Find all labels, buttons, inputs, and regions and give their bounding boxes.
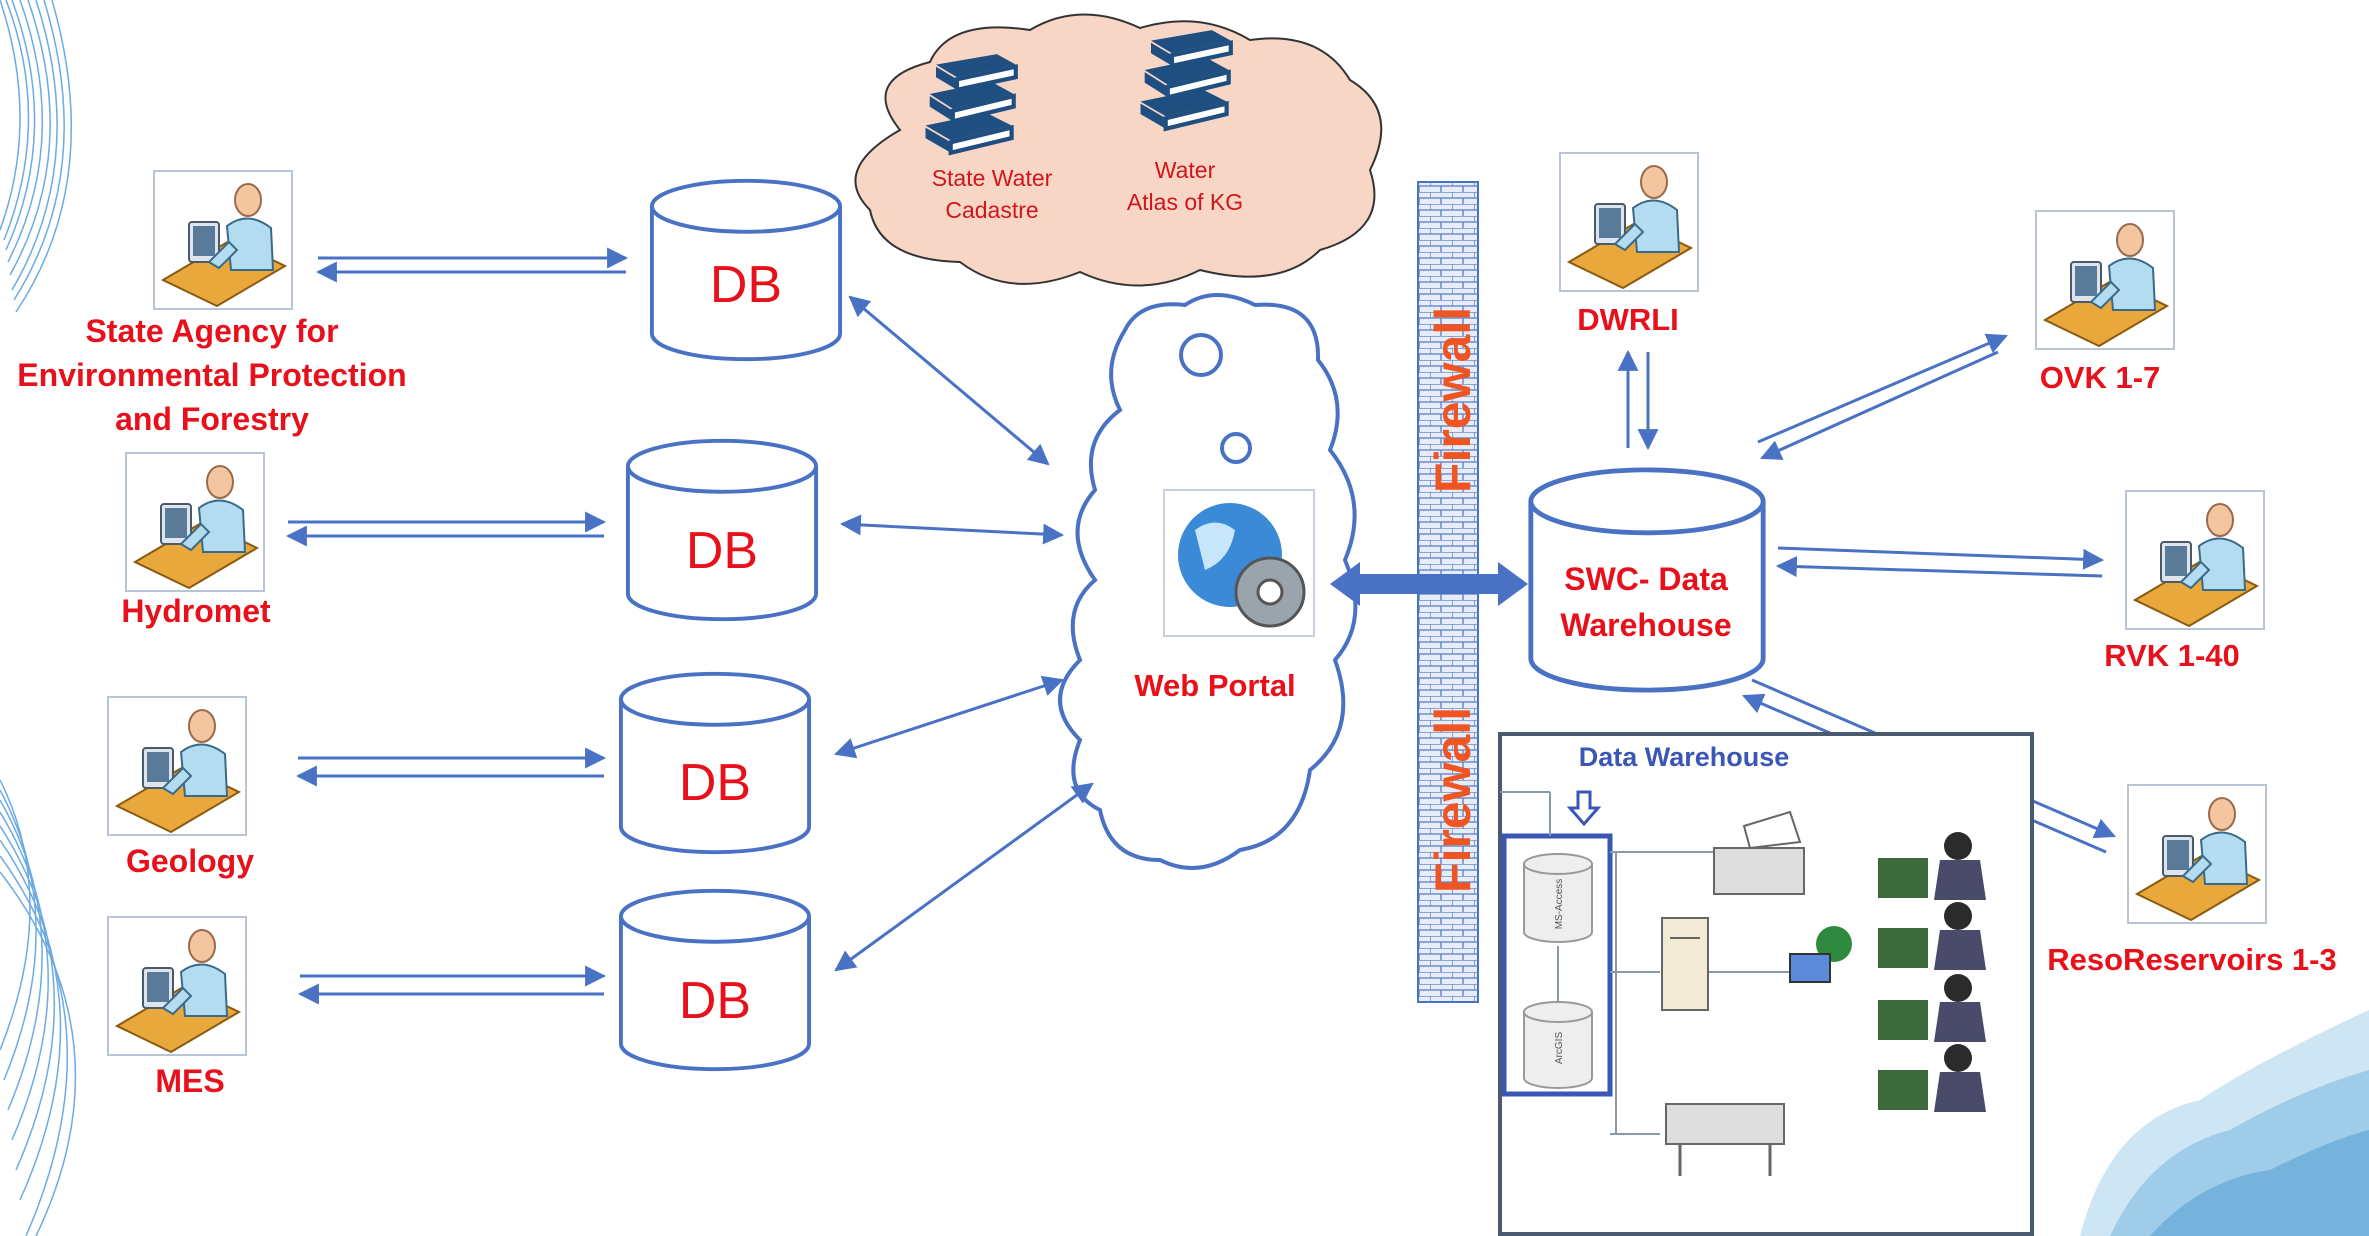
db-label: DB [679,754,751,812]
agency-label: State Agency for [85,313,338,349]
agency-label: and Forestry [115,401,309,437]
inset-db-icons [1523,853,1593,1089]
connection-arrows [285,247,2116,1005]
printer-icon [1713,810,1805,895]
node-label-reso: ResoReservoirs 1-3 [2047,942,2337,977]
agency-label: Hydromet [121,593,271,629]
db-label: DB [710,256,782,314]
network-globe-icon [1789,926,1852,983]
server-icon [1661,917,1709,1011]
globe-gear-icon [1163,489,1315,637]
user-workstation-icon [106,696,248,836]
node-label-ovk: OVK 1-7 [2040,360,2161,395]
inset-title: Data Warehouse [1579,742,1790,772]
db-label: DB [686,522,758,580]
user-workstation-icon [1558,152,1700,292]
book-stack-icon [926,54,1016,153]
book-label: Atlas of KG [1127,189,1243,215]
inset-db-label: MS-Access [1554,879,1565,930]
book-label: Cadastre [945,197,1038,223]
web-portal-label: Web Portal [1134,668,1295,703]
book-label: Water [1155,157,1216,183]
agency-label: MES [155,1063,224,1099]
thick-double-arrow [1330,562,1528,606]
data-warehouse-inset: Data Warehouse MS-Access ArcGIS [1498,732,2034,1236]
user-workstation-icon [152,170,294,310]
user-workstation-icon [124,452,266,592]
book-stack-icon [1141,30,1231,129]
decorative-wave-lines [0,0,77,1236]
agency-label: Environmental Protection [17,357,406,393]
db-label: DB [679,972,751,1030]
warehouse-label: Warehouse [1560,607,1731,643]
plotter-icon [1665,1103,1785,1176]
inset-db-label: ArcGIS [1554,1032,1565,1065]
user-workstation-icon [2126,784,2268,924]
db-group-frame [1501,833,1613,1097]
user-workstation-icon [106,916,248,1056]
node-label-dwrli: DWRLI [1577,302,1679,337]
workers-icon [1878,832,1986,1112]
reference-cloud [854,13,1383,287]
user-workstation-icon [2124,490,2266,630]
agency-label: Geology [126,843,254,879]
book-label: State Water [932,165,1053,191]
warehouse-label: SWC- Data [1564,561,1728,597]
firewall-label: Firewall [1425,707,1481,893]
water-splash-decoration [2080,1010,2369,1236]
node-label-rvk: RVK 1-40 [2104,638,2240,673]
firewall-label: Firewall [1425,307,1481,493]
down-arrow-icon [1566,790,1602,827]
user-workstation-icon [2034,210,2176,350]
